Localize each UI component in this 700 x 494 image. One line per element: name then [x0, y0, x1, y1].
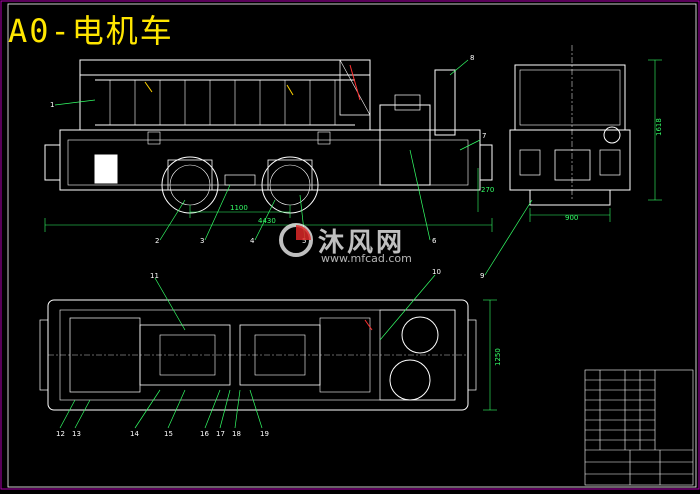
callout-19: 19: [260, 430, 269, 438]
plan-dim-1250: 1250: [494, 348, 502, 366]
callout-18: 18: [232, 430, 241, 438]
side-view: [44, 59, 493, 214]
front-dim-900: 900: [565, 214, 578, 222]
callout-10: 10: [432, 268, 441, 276]
side-dim-4430: 4430: [258, 217, 276, 225]
callout-12: 12: [56, 430, 65, 438]
callout-9: 9: [480, 272, 484, 280]
watermark-url: www.mfcad.com: [321, 252, 412, 265]
callout-2: 2: [155, 237, 159, 245]
plan-view: [39, 299, 477, 411]
callout-5: 5: [302, 237, 306, 245]
callout-15: 15: [164, 430, 173, 438]
front-dimensions: [529, 59, 662, 222]
side-accent-1: [144, 81, 153, 93]
callout-leaders: [54, 59, 533, 429]
callout-4: 4: [250, 237, 255, 245]
callout-11: 11: [150, 272, 159, 280]
front-dim-1618: 1618: [655, 118, 663, 136]
inner-border: [7, 3, 697, 488]
callout-6: 6: [432, 237, 437, 245]
callout-1: 1: [50, 101, 54, 109]
side-dim-1100: 1100: [230, 204, 248, 212]
side-dimensions: [44, 168, 493, 232]
side-accent-3: [349, 64, 361, 101]
mfcad-logo-icon: [279, 223, 313, 257]
callout-17: 17: [216, 430, 225, 438]
title-block: [584, 369, 694, 486]
drawing-title: A0-电机车: [8, 12, 174, 50]
front-view: [509, 45, 631, 206]
callout-7: 7: [482, 132, 486, 140]
side-dim-270: 270: [481, 186, 494, 194]
side-accent-2: [286, 84, 294, 96]
plan-dimensions: [483, 299, 497, 411]
watermark-brand: 沐风网: [318, 228, 406, 258]
callout-14: 14: [130, 430, 139, 438]
callout-16: 16: [200, 430, 209, 438]
plan-accent-1: [364, 319, 373, 331]
callout-13: 13: [72, 430, 81, 438]
callout-3: 3: [200, 237, 204, 245]
callout-8: 8: [470, 54, 474, 62]
